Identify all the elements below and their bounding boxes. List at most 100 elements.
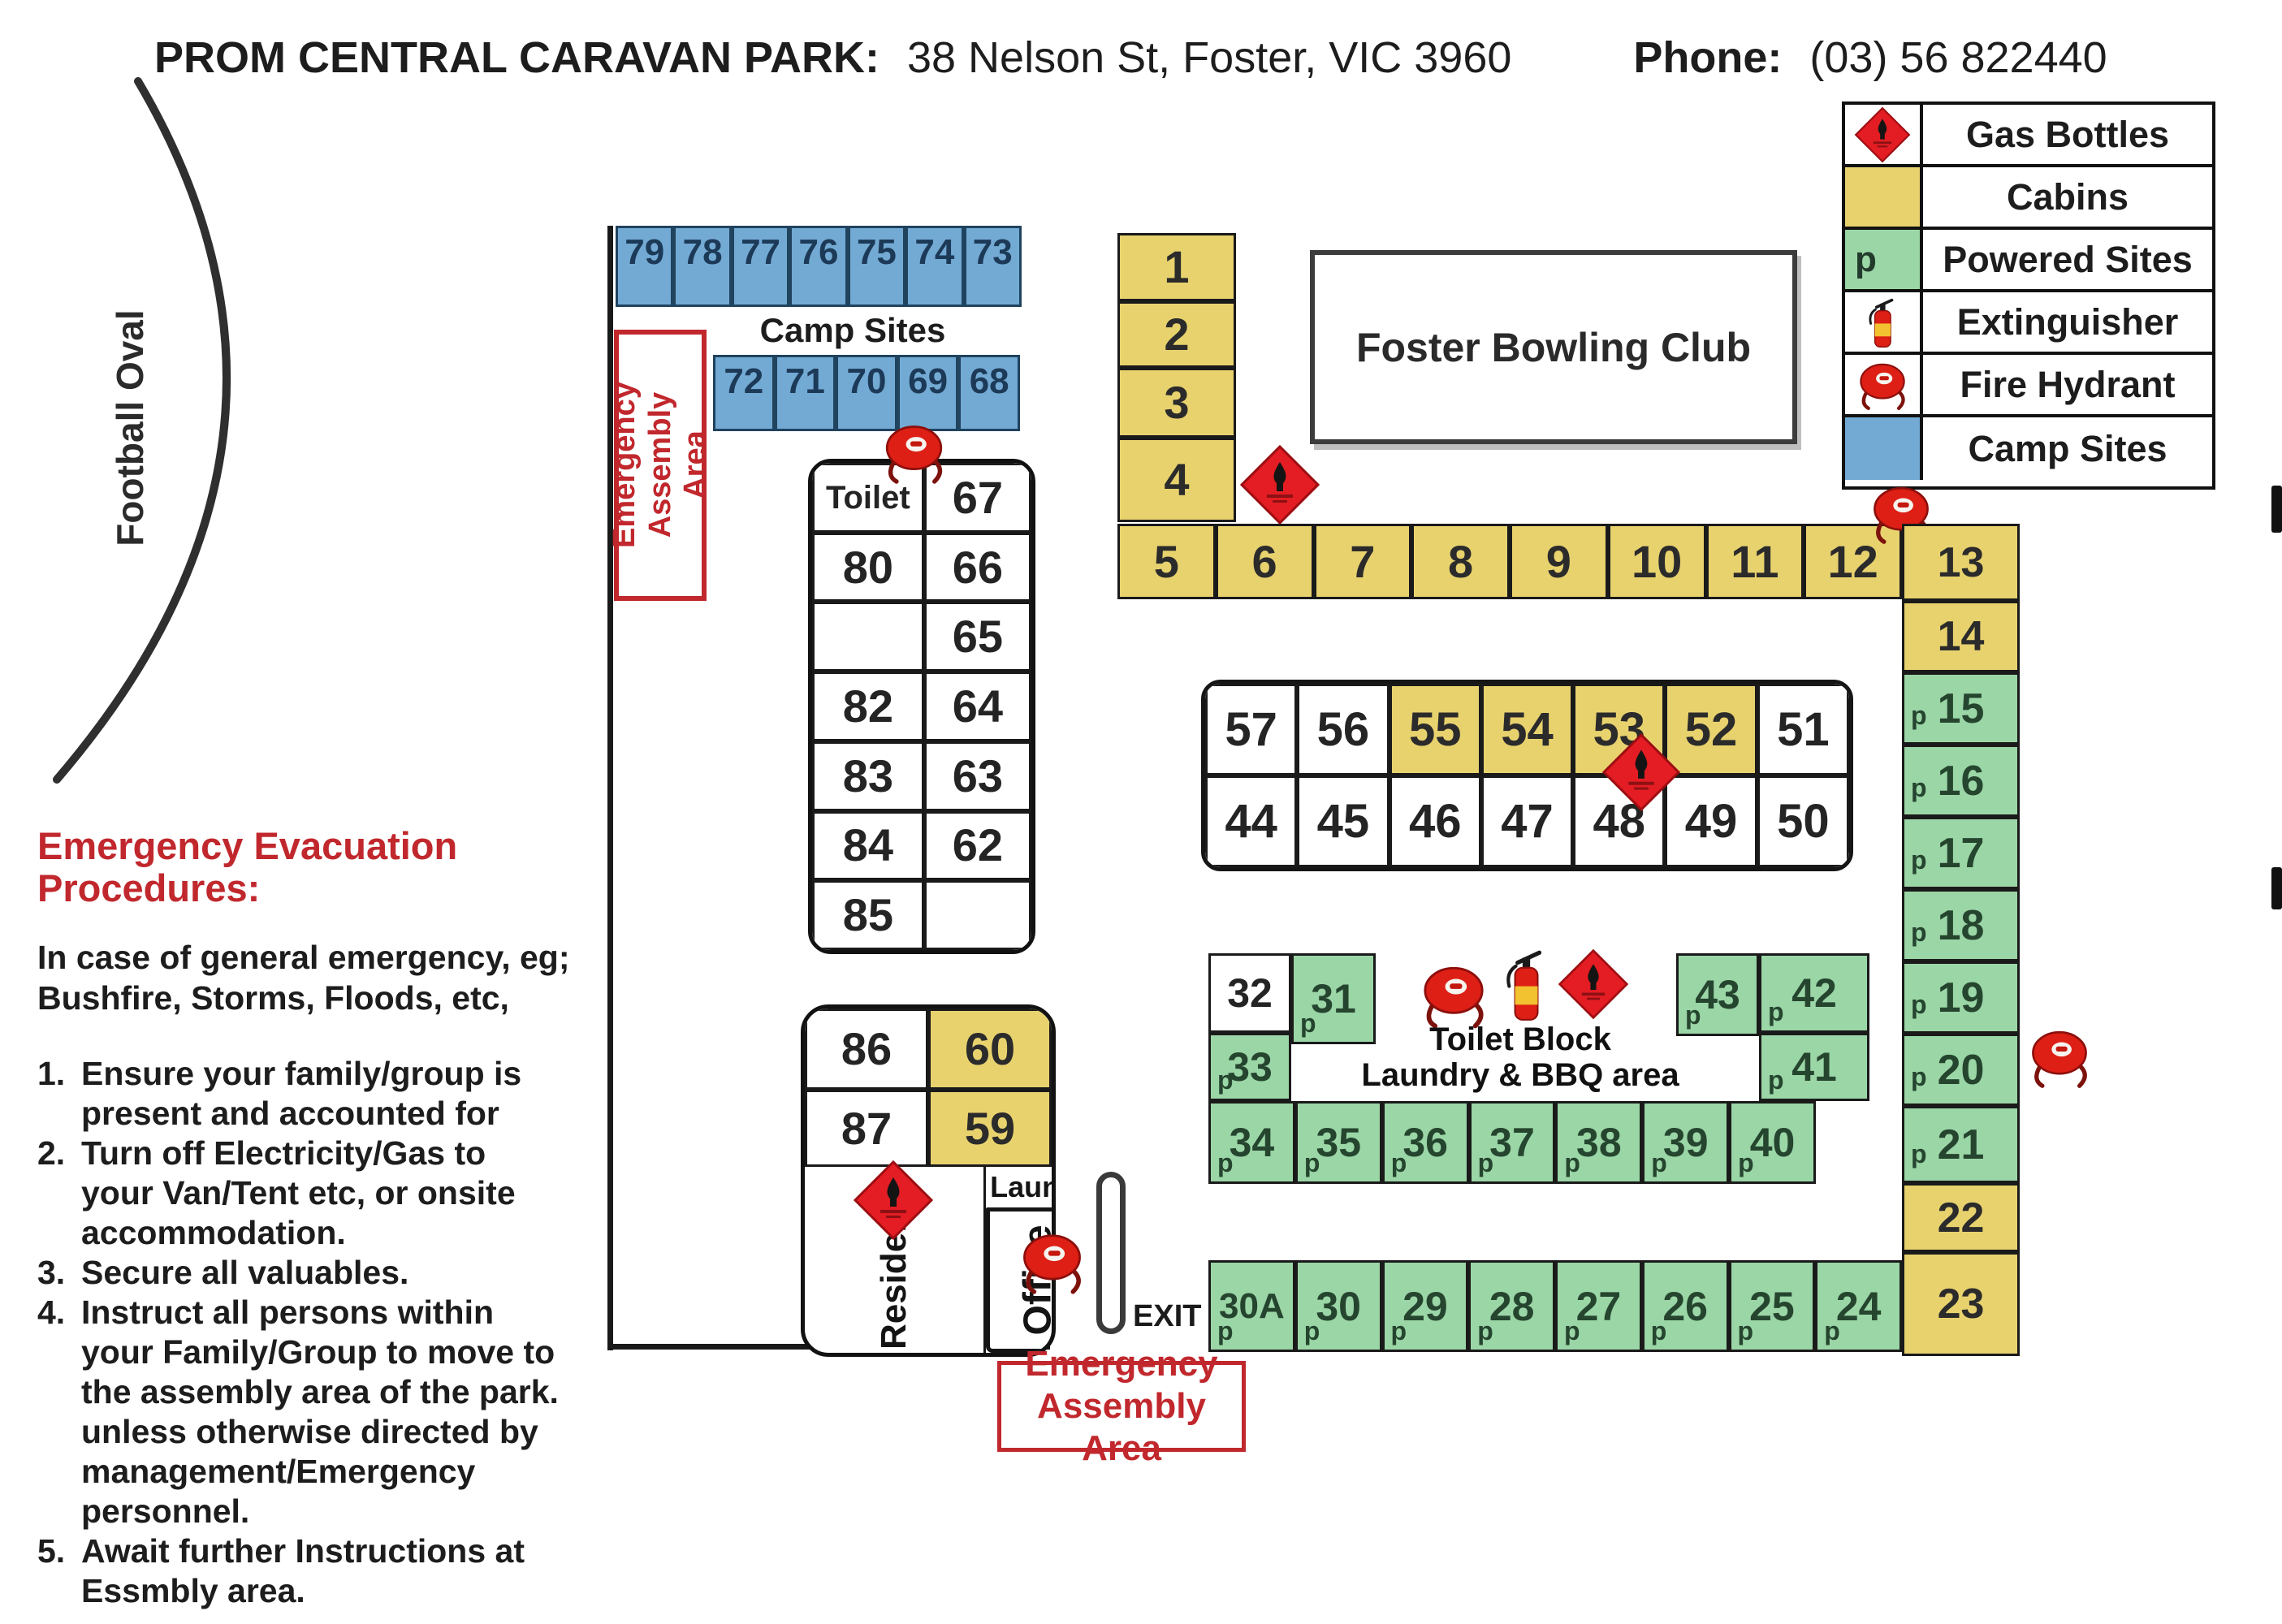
procedure-item: 2.Turn off Electricity/Gas to your Van/T…	[37, 1134, 516, 1251]
site-52: 52	[1665, 684, 1757, 775]
site-57: 57	[1205, 684, 1298, 775]
site-60: 60	[928, 1009, 1052, 1090]
site-14: 14	[1902, 601, 2020, 672]
procedures-intro: In case of general emergency, eg; Bushfi…	[37, 939, 570, 1017]
site-10: 10	[1607, 524, 1706, 599]
powered-p-mark: p	[1564, 1316, 1580, 1345]
legend: Gas Bottles Cabins p Powered Sites Extin…	[1842, 102, 2215, 490]
gas-bottles-icon	[1558, 948, 1629, 1020]
cabin-swatch	[1845, 167, 1923, 227]
procedure-item: 5.Await further Instructions at Essmbly …	[37, 1532, 525, 1609]
bowling-club-label: Foster Bowling Club	[1355, 324, 1752, 370]
site-22: 22	[1902, 1183, 2020, 1252]
legend-row-extinguisher: Extinguisher	[1845, 292, 2212, 355]
powered-p-mark: p	[1477, 1148, 1494, 1177]
site-84: 84	[812, 810, 924, 881]
powered-p-mark: p	[1911, 701, 1927, 730]
powered-swatch: p	[1845, 230, 1923, 289]
powered-p-mark: p	[1564, 1148, 1580, 1177]
powered-p-mark: p	[1651, 1148, 1667, 1177]
fire-hydrant-icon	[875, 416, 953, 489]
powered-p-mark: p	[1650, 1316, 1667, 1345]
site-73: 73	[963, 226, 1022, 307]
site-4: 4	[1117, 438, 1236, 522]
site-50: 50	[1757, 775, 1849, 867]
site-70: 70	[836, 355, 897, 431]
powered-p-mark: p	[1737, 1316, 1754, 1345]
procedure-item: 3.Secure all valuables.	[37, 1254, 409, 1291]
site-11: 11	[1705, 524, 1804, 599]
phone-number: (03) 56 822440	[1809, 33, 2107, 82]
site-9: 9	[1510, 524, 1608, 599]
site-54: 54	[1480, 684, 1574, 775]
site-68: 68	[958, 355, 1020, 431]
site-67: 67	[923, 463, 1031, 533]
emergency-assembly-area-bottom: Emergency Assembly Area	[997, 1344, 1246, 1468]
site-3: 3	[1117, 368, 1236, 438]
football-oval-label: Football Oval	[109, 309, 151, 546]
powered-p-mark: p	[1390, 1316, 1407, 1345]
residence-area: Residence	[805, 1167, 987, 1353]
fire-hydrant-icon	[2022, 1021, 2097, 1093]
legend-row-cabins: Cabins	[1845, 167, 2212, 230]
procedures-heading: Emergency Evacuation Procedures:	[37, 824, 458, 909]
site-6: 6	[1215, 524, 1314, 599]
legend-label: Gas Bottles	[1965, 113, 2170, 155]
site-59: 59	[928, 1090, 1052, 1167]
office-area: Office	[986, 1207, 1052, 1353]
site-empty	[923, 880, 1031, 950]
edge-mark	[2271, 486, 2282, 533]
site-74: 74	[905, 226, 964, 307]
legend-row-gas: Gas Bottles	[1845, 105, 2212, 167]
site-75: 75	[847, 226, 906, 307]
powered-p-mark: p	[1855, 240, 1877, 279]
legend-label: Extinguisher	[1956, 300, 2179, 343]
site-49: 49	[1665, 775, 1757, 867]
powered-p-mark: p	[1477, 1316, 1493, 1345]
assembly-area-label: Emergency Assembly Area	[607, 382, 712, 549]
site-86: 86	[805, 1009, 928, 1090]
page-title: PROM CENTRAL CARAVAN PARK:38 Nelson St, …	[154, 32, 2107, 83]
site-72: 72	[713, 355, 775, 431]
football-oval-boundary	[53, 77, 231, 784]
site-23: 23	[1902, 1252, 2020, 1356]
phone-label: Phone:	[1633, 33, 1783, 82]
camp-sites-label: Camp Sites	[759, 311, 946, 349]
powered-p-mark: p	[1911, 990, 1927, 1019]
powered-p-mark: p	[1911, 773, 1927, 802]
laundry-label: Laundry	[990, 1170, 1052, 1203]
site-56: 56	[1297, 684, 1390, 775]
powered-p-mark: p	[1738, 1148, 1754, 1177]
site-65: 65	[923, 602, 1031, 672]
site-66: 66	[923, 532, 1031, 603]
powered-p-mark: p	[1911, 1139, 1927, 1168]
site-69: 69	[897, 355, 959, 431]
site-79: 79	[616, 226, 674, 307]
site-1: 1	[1117, 233, 1236, 301]
powered-p-mark: p	[1911, 1062, 1927, 1091]
powered-p-mark: p	[1911, 845, 1927, 875]
site-7: 7	[1313, 524, 1412, 599]
gas-bottles-icon	[1601, 732, 1681, 812]
